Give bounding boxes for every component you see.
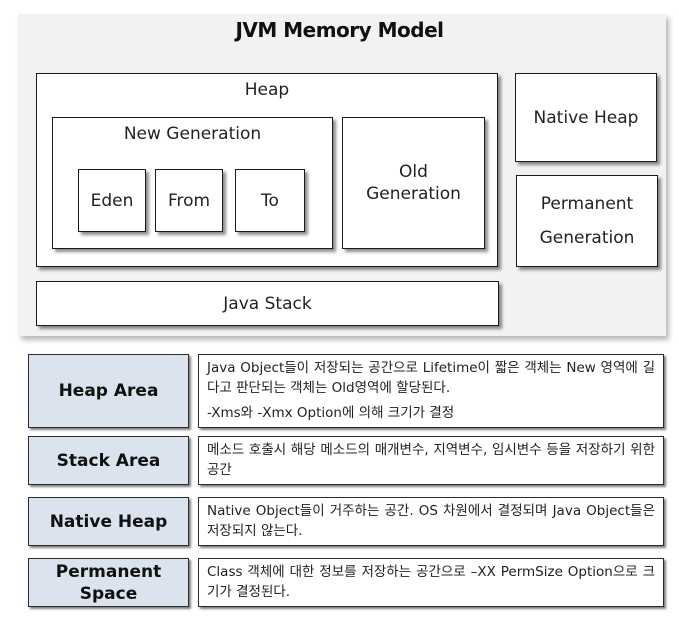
from-label: From — [167, 190, 211, 211]
from-box: From — [155, 169, 223, 232]
to-label: To — [261, 190, 279, 211]
old-generation-label: Old Generation — [366, 162, 461, 204]
permanent-generation-box: Permanent Generation — [516, 175, 658, 267]
row-name-stack-area: Stack Area — [28, 436, 189, 485]
native-heap-label: Native Heap — [533, 107, 639, 128]
java-stack-box: Java Stack — [36, 281, 499, 326]
row-desc-heap-area-option: -Xms와 -Xmx Option에 의해 크기가 결정 — [207, 405, 455, 421]
row-desc-permanent-space: Class 객체에 대한 정보를 저장하는 공간으로 –XX PermSize … — [198, 558, 664, 607]
native-heap-box: Native Heap — [515, 73, 657, 162]
permanent-generation-label: Permanent Generation — [539, 194, 635, 248]
row-desc-permanent-space-text: Class 객체에 대한 정보를 저장하는 공간으로 –XX PermSize … — [207, 564, 655, 600]
to-box: To — [235, 169, 305, 232]
row-desc-native-heap-text: Native Object들이 거주하는 공간. OS 차원에서 결정되며 Ja… — [207, 503, 655, 539]
row-name-permanent-space: Permanent Space — [28, 558, 189, 607]
row-desc-heap-area: Java Object들이 저장되는 공간으로 Lifetime이 짧은 객체는… — [198, 354, 664, 428]
diagram-title: JVM Memory Model — [235, 18, 444, 42]
row-name-heap-area: Heap Area — [28, 354, 189, 428]
row-name-native-heap: Native Heap — [28, 497, 189, 546]
row-desc-stack-area: 메소드 호출시 해당 메소드의 매개변수, 지역변수, 임시변수 등을 저장하기… — [198, 436, 664, 485]
heap-label: Heap — [244, 80, 290, 100]
row-desc-stack-area-text: 메소드 호출시 해당 메소드의 매개변수, 지역변수, 임시변수 등을 저장하기… — [207, 442, 655, 478]
new-generation-label: New Generation — [123, 124, 262, 144]
eden-label: Eden — [90, 190, 134, 211]
java-stack-label: Java Stack — [223, 293, 312, 314]
row-desc-heap-area-text: Java Object들이 저장되는 공간으로 Lifetime이 짧은 객체는… — [207, 360, 655, 396]
old-generation-box: Old Generation — [342, 117, 485, 249]
row-desc-native-heap: Native Object들이 거주하는 공간. OS 차원에서 결정되며 Ja… — [198, 497, 664, 546]
eden-box: Eden — [78, 169, 146, 232]
